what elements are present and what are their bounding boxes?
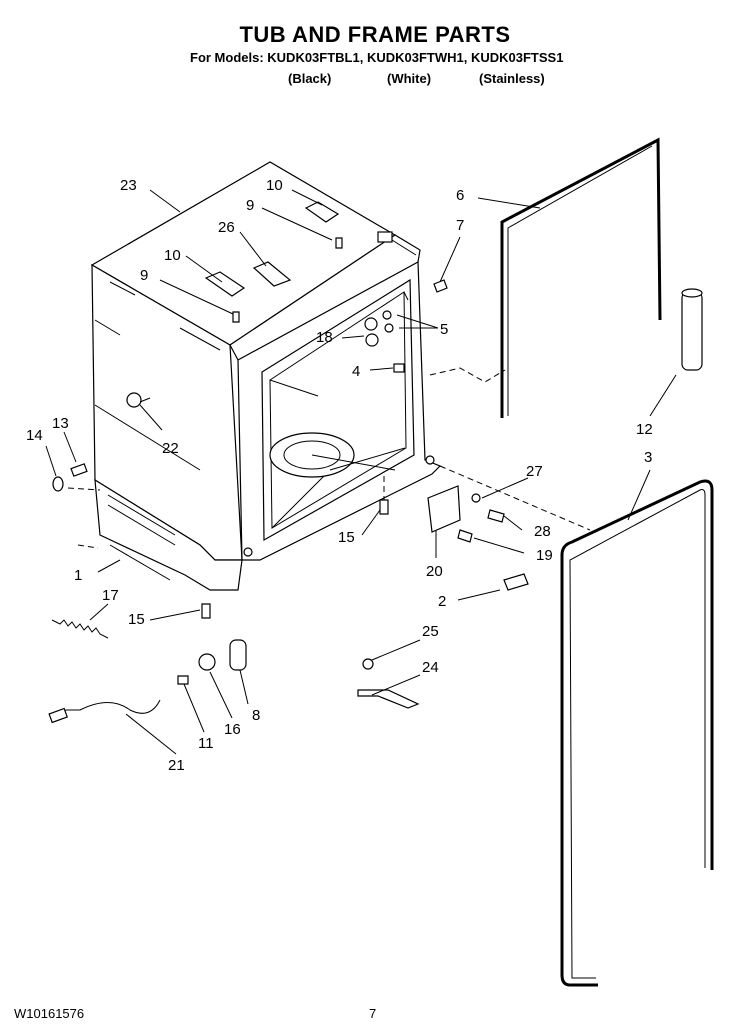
callout-16: 16 <box>224 721 241 738</box>
screw-15-upper <box>379 499 389 515</box>
callout-15-upper: 15 <box>338 529 355 546</box>
page-number: 7 <box>369 1006 377 1021</box>
callout-28: 28 <box>534 523 551 540</box>
callout-3: 3 <box>644 449 652 466</box>
screw-13 <box>70 463 88 477</box>
spacer-4 <box>393 363 405 373</box>
callout-1: 1 <box>74 567 82 584</box>
variant-black: (Black) <box>288 71 332 86</box>
leader-lines <box>45 189 677 755</box>
washer-5b <box>384 323 394 333</box>
nut-18b <box>365 333 379 347</box>
screw-left <box>232 311 240 323</box>
tub-base <box>94 478 243 591</box>
callout-21: 21 <box>168 757 185 774</box>
sensor-25 <box>362 658 374 670</box>
hinge-8 <box>229 639 247 671</box>
cable-21 <box>55 699 161 719</box>
door-gasket-6 <box>500 137 662 418</box>
callout-15-lower: 15 <box>128 611 145 628</box>
screw-28 <box>487 509 505 523</box>
clip-26 <box>252 261 292 287</box>
variant-stainless: (Stainless) <box>479 71 545 86</box>
ref-line-door-gasket <box>429 367 506 383</box>
washer-14 <box>52 476 64 492</box>
screw-top <box>335 237 343 249</box>
washer-5a <box>382 310 392 320</box>
callout-11: 11 <box>198 735 214 752</box>
screw-19 <box>457 529 473 543</box>
tube-12 <box>681 291 703 371</box>
callout-9-top: 9 <box>246 197 254 214</box>
document-number: W10161576 <box>14 1006 85 1021</box>
model-list: For Models: KUDK03FTBL1, KUDK03FTWH1, KU… <box>190 50 564 65</box>
callout-2: 2 <box>438 593 446 610</box>
callout-14: 14 <box>26 427 43 444</box>
callout-4: 4 <box>352 363 360 380</box>
screw-11 <box>177 675 189 685</box>
callout-9-left: 9 <box>140 267 148 284</box>
callout-23: 23 <box>120 177 137 194</box>
tub-opening-inner <box>269 291 407 529</box>
ref-line-left2 <box>77 544 99 549</box>
ref-line-left <box>67 487 101 491</box>
door-gasket-6-inner <box>507 145 653 416</box>
washer-27 <box>471 493 481 503</box>
screw-15-lower <box>201 603 211 619</box>
spring-17 <box>51 619 109 639</box>
callout-20: 20 <box>426 563 443 580</box>
bolt-22 <box>126 392 142 408</box>
hinge-bracket-left <box>204 271 246 297</box>
page-title: TUB AND FRAME PARTS <box>239 22 511 47</box>
callout-17: 17 <box>102 587 119 604</box>
callout-6: 6 <box>456 187 464 204</box>
callout-8: 8 <box>252 707 260 724</box>
hinge-bracket-top <box>304 201 340 223</box>
callout-18: 18 <box>316 329 333 346</box>
callout-22: 22 <box>162 440 179 457</box>
bracket-24 <box>357 689 420 709</box>
nut-18a <box>364 317 378 331</box>
callout-7: 7 <box>456 217 464 234</box>
clip-2 <box>503 573 529 591</box>
callouts: 23 10 9 26 10 9 6 7 18 5 4 22 13 14 12 3… <box>26 177 653 774</box>
variant-white: (White) <box>387 71 432 86</box>
ref-line-bottom <box>439 465 591 531</box>
bracket-20 <box>427 485 461 533</box>
callout-10-left: 10 <box>164 247 181 264</box>
washer-16 <box>198 653 216 671</box>
callout-19: 19 <box>536 547 553 564</box>
callout-27: 27 <box>526 463 543 480</box>
callout-26: 26 <box>218 219 235 236</box>
tub-frame-assembly <box>90 161 442 591</box>
tub-gasket-3 <box>560 479 714 987</box>
callout-24: 24 <box>422 659 439 676</box>
callout-25: 25 <box>422 623 439 640</box>
callout-5: 5 <box>440 321 448 338</box>
tub-gasket-3-inner <box>569 489 706 979</box>
callout-12: 12 <box>636 421 653 438</box>
callout-13: 13 <box>52 415 69 432</box>
callout-10-top: 10 <box>266 177 283 194</box>
